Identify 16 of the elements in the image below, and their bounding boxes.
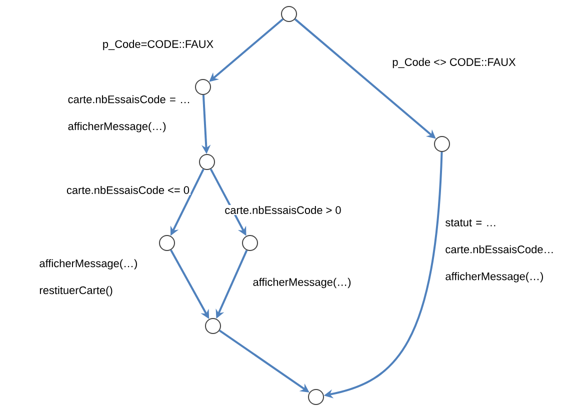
state-circle [281,6,297,22]
edge-label: carte.nbEssaisCode = … afficherMessage(…) [68,95,190,132]
state-circle [205,318,221,334]
edge-label: carte.nbEssaisCode > 0 [225,206,341,214]
state-circle [195,79,211,95]
state-circle [199,154,215,170]
edge-label: p_Code <> CODE::FAUX [392,58,516,68]
edge-label: afficherMessage(…) [253,278,351,288]
state-circle [159,235,175,251]
state-circle [308,389,324,405]
edge-label: carte.nbEssaisCode <= 0 [66,186,190,194]
edge-label: p_Code=CODE::FAUX [103,40,214,50]
edge-label: statut = … carte.nbEssaisCode… afficherMessage(…) [446,219,553,282]
edge-label: afficherMessage(…) restituerCarte() [40,259,137,296]
state-circle [242,235,258,251]
state-circle [434,136,450,152]
